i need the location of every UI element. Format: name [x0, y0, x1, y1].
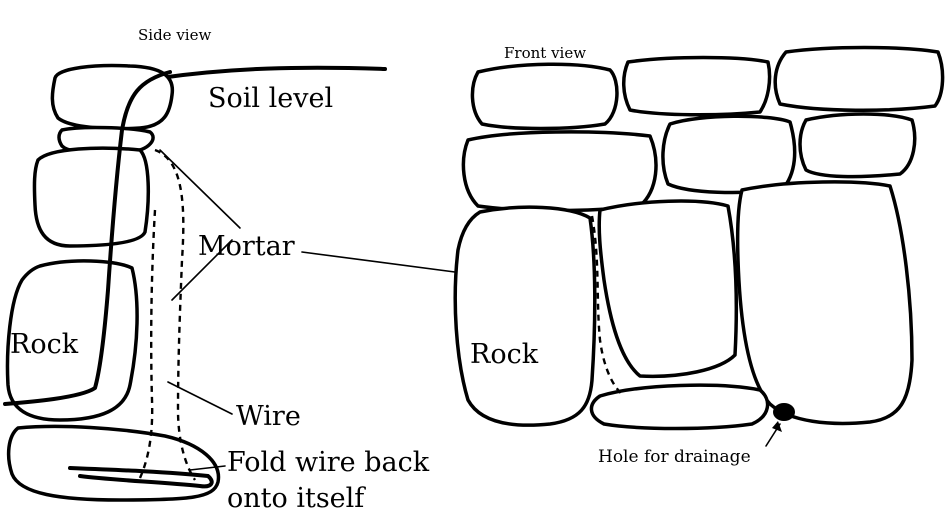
fold-label-line1: Fold wire back [227, 447, 430, 478]
drain-arrowhead [772, 421, 782, 432]
mortar-leader-side [171, 239, 233, 301]
front-rock-bottom-flat [589, 383, 770, 431]
front-rock-large-right [735, 180, 914, 426]
soil-level-label: Soil level [208, 83, 333, 114]
side-view-title: Side view [138, 26, 211, 44]
mortar-label: Mortar [198, 231, 295, 262]
wire-label: Wire [236, 401, 301, 432]
front-rock-3 [773, 45, 945, 113]
side-mortar-inner [138, 209, 157, 479]
front-rock-label: Rock [470, 339, 539, 370]
front-rock-1 [470, 62, 619, 131]
side-middle-rock [32, 146, 151, 248]
side-mortar-column [154, 148, 196, 481]
fold-label-line2: onto itself [227, 483, 366, 514]
fold-leader [189, 465, 226, 471]
side-top-rock [50, 63, 175, 131]
side-view: Side view Soil level Mortar Rock Wire Fo… [3, 26, 430, 514]
front-view: Front view Rock Hole for drainage [453, 44, 945, 467]
front-mortar-seam [590, 215, 625, 397]
front-rock-large-left [453, 205, 597, 427]
side-rock-label: Rock [10, 329, 79, 360]
front-view-title: Front view [504, 44, 586, 62]
drainage-label: Hole for drainage [598, 447, 751, 467]
side-wire [3, 70, 172, 406]
front-rock-6 [798, 112, 917, 179]
soil-level-line [158, 65, 387, 80]
front-rock-large-mid [597, 199, 739, 379]
side-bottom-rock [5, 259, 139, 422]
side-wire-fold [68, 466, 214, 489]
front-rock-4 [461, 130, 658, 213]
front-rock-5 [661, 114, 797, 195]
wire-leader [167, 381, 233, 415]
front-rock-2 [622, 55, 772, 117]
mortar-leader-top [159, 149, 241, 229]
drainage-hole [773, 403, 795, 421]
